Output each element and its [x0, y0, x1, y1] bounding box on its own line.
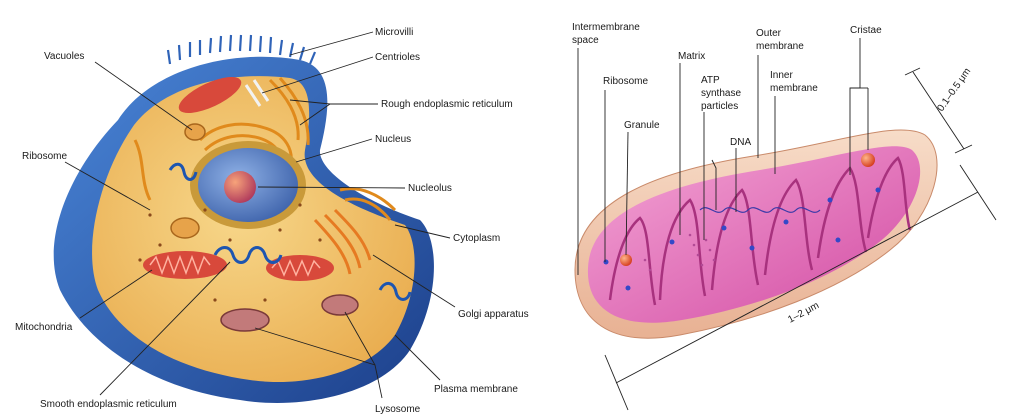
- centrioles-shape: [244, 79, 270, 107]
- granule-shape: [620, 254, 632, 266]
- cell-labels: Microvilli Vacuoles Centrioles Rough end…: [15, 27, 529, 415]
- mito-ribosomes: [603, 187, 881, 291]
- label-nucleolus: Nucleolus: [408, 183, 452, 194]
- label-atp-3: particles: [701, 101, 738, 112]
- nucleolus-shape: [224, 171, 256, 203]
- inner-membrane-shape: [587, 146, 921, 323]
- atp-particles: [643, 233, 716, 272]
- label-rough-er: Rough endoplasmic reticulum: [381, 99, 513, 110]
- label-inner-2: membrane: [770, 83, 818, 94]
- mitochondrion: [574, 129, 938, 339]
- cristae-shape: [608, 156, 912, 306]
- label-cristae: Cristae: [850, 25, 882, 36]
- label-matrix: Matrix: [678, 51, 705, 62]
- label-outer-1: Outer: [756, 28, 782, 39]
- animal-cell: [53, 34, 434, 403]
- label-intermembrane-1: Intermembrane: [572, 22, 640, 33]
- golgi-shape: [313, 208, 372, 275]
- label-inner-1: Inner: [770, 70, 793, 81]
- label-smooth-er: Smooth endoplasmic reticulum: [40, 399, 177, 410]
- cytoplasm-shape: [92, 76, 415, 383]
- mito-leader-lines: [577, 38, 997, 411]
- lysosome-shape: [220, 294, 359, 332]
- label-vacuoles: Vacuoles: [44, 51, 84, 62]
- smooth-er-shape: [168, 162, 412, 301]
- label-outer-2: membrane: [756, 41, 804, 52]
- label-nucleus: Nucleus: [375, 134, 411, 145]
- label-lysosome: Lysosome: [375, 404, 421, 415]
- label-ribosome-mito: Ribosome: [603, 76, 648, 87]
- label-mitochondria: Mitochondria: [15, 322, 73, 333]
- granule-shape-2: [861, 153, 875, 167]
- label-intermembrane-2: space: [572, 35, 599, 46]
- ribosome-dots: [138, 203, 322, 302]
- label-golgi: Golgi apparatus: [458, 309, 529, 320]
- label-granule: Granule: [624, 120, 660, 131]
- label-atp-2: synthase: [701, 88, 741, 99]
- label-ribosome-cell: Ribosome: [22, 151, 67, 162]
- vacuoles-shape: [170, 123, 206, 239]
- label-dna: DNA: [730, 137, 751, 148]
- mitochondria-shape: [143, 76, 334, 281]
- dna-strand: [699, 207, 821, 213]
- label-width-dim: 0.1–0.5 μm: [935, 66, 973, 113]
- label-microvilli: Microvilli: [375, 27, 413, 38]
- label-centrioles: Centrioles: [375, 52, 420, 63]
- cell-leader-lines: [64, 31, 456, 399]
- label-atp-1: ATP: [701, 75, 720, 86]
- label-plasma-membrane: Plasma membrane: [434, 384, 518, 395]
- label-cytoplasm: Cytoplasm: [453, 233, 500, 244]
